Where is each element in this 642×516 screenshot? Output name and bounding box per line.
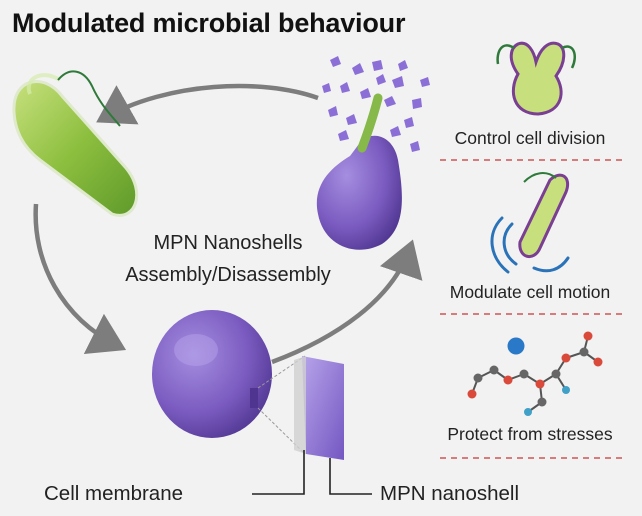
cycle-label-line1: MPN Nanoshells xyxy=(153,232,303,254)
function-label-protection: Protect from stresses xyxy=(447,424,613,444)
disassembling-cell xyxy=(316,56,430,250)
function-label-division: Control cell division xyxy=(454,128,606,148)
flagellum xyxy=(57,70,121,127)
cycle-arrow-top xyxy=(96,83,319,125)
label-cell-membrane: Cell membrane xyxy=(44,482,183,505)
coated-cell xyxy=(152,310,372,495)
cycle-arrow-right xyxy=(271,239,423,365)
label-mpn-nanoshell: MPN nanoshell xyxy=(380,482,520,505)
motion-wave-bottom xyxy=(532,256,570,273)
motile-cell-icon xyxy=(490,172,570,274)
membrane-leader xyxy=(252,450,305,495)
dividing-cell-icon xyxy=(496,41,576,116)
page-title: Modulated microbial behaviour xyxy=(12,8,406,38)
molecule-icon xyxy=(467,331,603,416)
motion-wave-left xyxy=(502,222,518,266)
cycle-arrow-left xyxy=(33,203,127,355)
shell-fragments xyxy=(322,56,430,152)
nanoshell-leader xyxy=(329,458,372,495)
cycle-label-line2: Assembly/Disassembly xyxy=(125,264,331,286)
ion-ball xyxy=(507,337,525,355)
green-bacterium xyxy=(12,70,139,217)
function-label-motion: Modulate cell motion xyxy=(449,282,611,302)
nanoshell-zoom xyxy=(302,356,344,460)
